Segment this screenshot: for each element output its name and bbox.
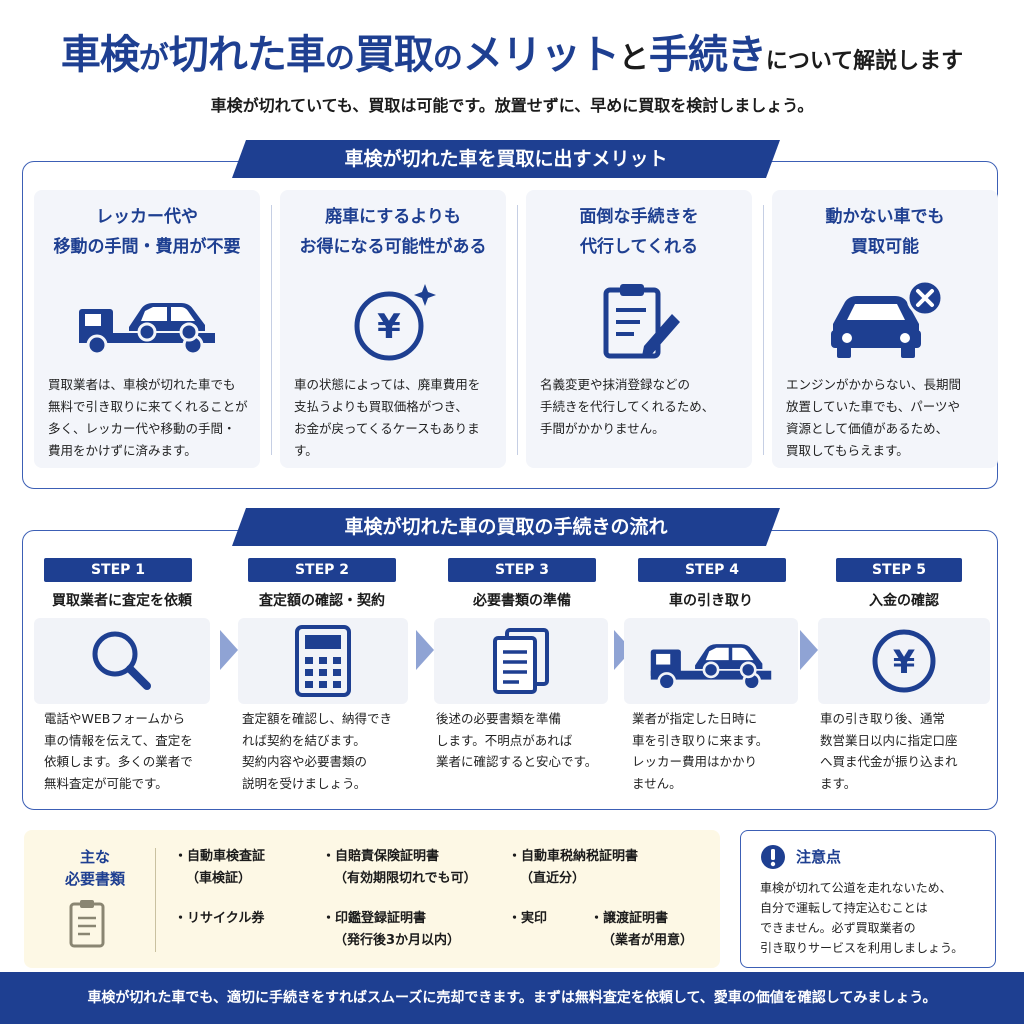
step-1-text: 電話やWEBフォームから車の情報を伝えて、査定を依頼します。多くの業者で無料査定… <box>44 711 193 791</box>
tow-truck-icon <box>34 280 260 364</box>
yen-coin-icon: ¥ <box>818 618 990 704</box>
documents-label: 主な必要書類 <box>64 848 125 888</box>
divider <box>155 848 156 952</box>
page-subtitle: 車検が切れていても、買取は可能です。放置せずに、早めに買取を検討しましょう。 <box>210 96 814 115</box>
merit-card-tow: レッカー代や移動の手間・費用が不要 買取業者は、車検が切れた車でも無料で引き取り… <box>34 190 260 468</box>
step-2-title: 査定額の確認・契約 <box>259 593 385 609</box>
tow-truck-icon <box>624 618 798 704</box>
merits-banner: 車検が切れた車を買取に出すメリット <box>232 140 780 178</box>
step-1-tag: STEP 1 <box>44 558 192 582</box>
merit-title: レッカー代や移動の手間・費用が不要 <box>53 207 241 257</box>
notice-heading: 注意点 <box>796 848 842 866</box>
step-5-text: 車の引き取り後、通常数営業日以内に指定口座へ買ま代金が振り込まれます。 <box>820 711 958 791</box>
document-item: ・自賠責保険証明書（有効期限切れでも可） <box>322 849 477 886</box>
document-item: ・譲渡証明書（業者が用意） <box>590 911 694 948</box>
exclamation-icon <box>760 844 786 874</box>
step-arrow-icon <box>220 630 238 670</box>
step-4-title: 車の引き取り <box>669 593 753 609</box>
page-title: 車検が切れた車の買取のメリットと手続きについて解説します <box>60 32 964 78</box>
step-arrow-icon <box>800 630 818 670</box>
divider <box>271 205 272 455</box>
merit-title: 廃車にするよりもお得になる可能性がある <box>299 207 487 257</box>
step-3-tag: STEP 3 <box>448 558 596 582</box>
step-4-tag: STEP 4 <box>638 558 786 582</box>
divider <box>763 205 764 455</box>
clipboard-pen-icon <box>526 280 752 364</box>
merit-card-paperwork: 面倒な手続きを代行してくれる 名義変更や抹消登録などの手続きを代行してくれるため… <box>526 190 752 468</box>
document-item: ・印鑑登録証明書（発行後3か月以内） <box>322 911 461 948</box>
required-documents-box <box>24 830 720 968</box>
documents-icon <box>434 618 608 704</box>
magnifier-icon <box>34 618 210 704</box>
step-2-text: 査定額を確認し、納得できれば契約を結びます。契約内容や必要書類の説明を受けましょ… <box>242 711 393 791</box>
document-item: ・自動車税納税証明書（直近分） <box>508 849 639 886</box>
svg-text:¥: ¥ <box>377 307 401 347</box>
step-2-tag: STEP 2 <box>248 558 396 582</box>
step-5-tag: STEP 5 <box>836 558 962 582</box>
clipboard-icon <box>68 898 106 952</box>
step-3-text: 後述の必要書類を準備します。不明点があれば業者に確認すると安心です。 <box>436 711 598 769</box>
svg-text:¥: ¥ <box>893 643 915 681</box>
divider <box>517 205 518 455</box>
step-arrow-icon <box>614 630 632 670</box>
merit-card-yen: 廃車にするよりもお得になる可能性がある ¥ 車の状態によっては、廃車費用を支払う… <box>280 190 506 468</box>
step-4-text: 業者が指定した日時に車を引き取りに来ます。レッカー費用はかかりません。 <box>632 711 769 791</box>
merit-text: 買取業者は、車検が切れた車でも無料で引き取りに来てくれることが多く、レッカー代や… <box>48 377 248 458</box>
merit-text: 車の状態によっては、廃車費用を支払うよりも買取価格がつき、お金が戻ってくるケース… <box>294 377 481 458</box>
yen-coin-icon: ¥ <box>280 280 506 364</box>
car-x-icon <box>772 280 998 364</box>
calculator-icon <box>238 618 408 704</box>
document-item: ・実印 <box>508 911 548 926</box>
document-item: ・リサイクル券 <box>174 911 265 926</box>
merit-title: 動かない車でも買取可能 <box>825 207 945 257</box>
merit-card-broken-car: 動かない車でも買取可能 エンジンがかからない、長期間放置していた車でも、パーツや… <box>772 190 998 468</box>
step-3-title: 必要書類の準備 <box>473 593 571 609</box>
footer-banner: 車検が切れた車でも、適切に手続きをすればスムーズに売却できます。まずは無料査定を… <box>0 972 1024 1024</box>
merit-text: 名義変更や抹消登録などの手続きを代行してくれるため、手間がかかりません。 <box>540 377 715 436</box>
merit-text: エンジンがかからない、長期間放置していた車でも、パーツや資源として価値があるため… <box>786 377 962 458</box>
step-arrow-icon <box>416 630 434 670</box>
merit-title: 面倒な手続きを代行してくれる <box>579 207 699 257</box>
document-item: ・自動車検査証（車検証） <box>174 849 266 886</box>
notice-text: 車検が切れて公道を走れないため、自分で運転して持定込むことはできません。必ず買取… <box>760 881 964 955</box>
step-5-title: 入金の確認 <box>869 593 939 609</box>
steps-banner: 車検が切れた車の買取の手続きの流れ <box>232 508 780 546</box>
step-1-title: 買取業者に査定を依頼 <box>52 593 192 609</box>
